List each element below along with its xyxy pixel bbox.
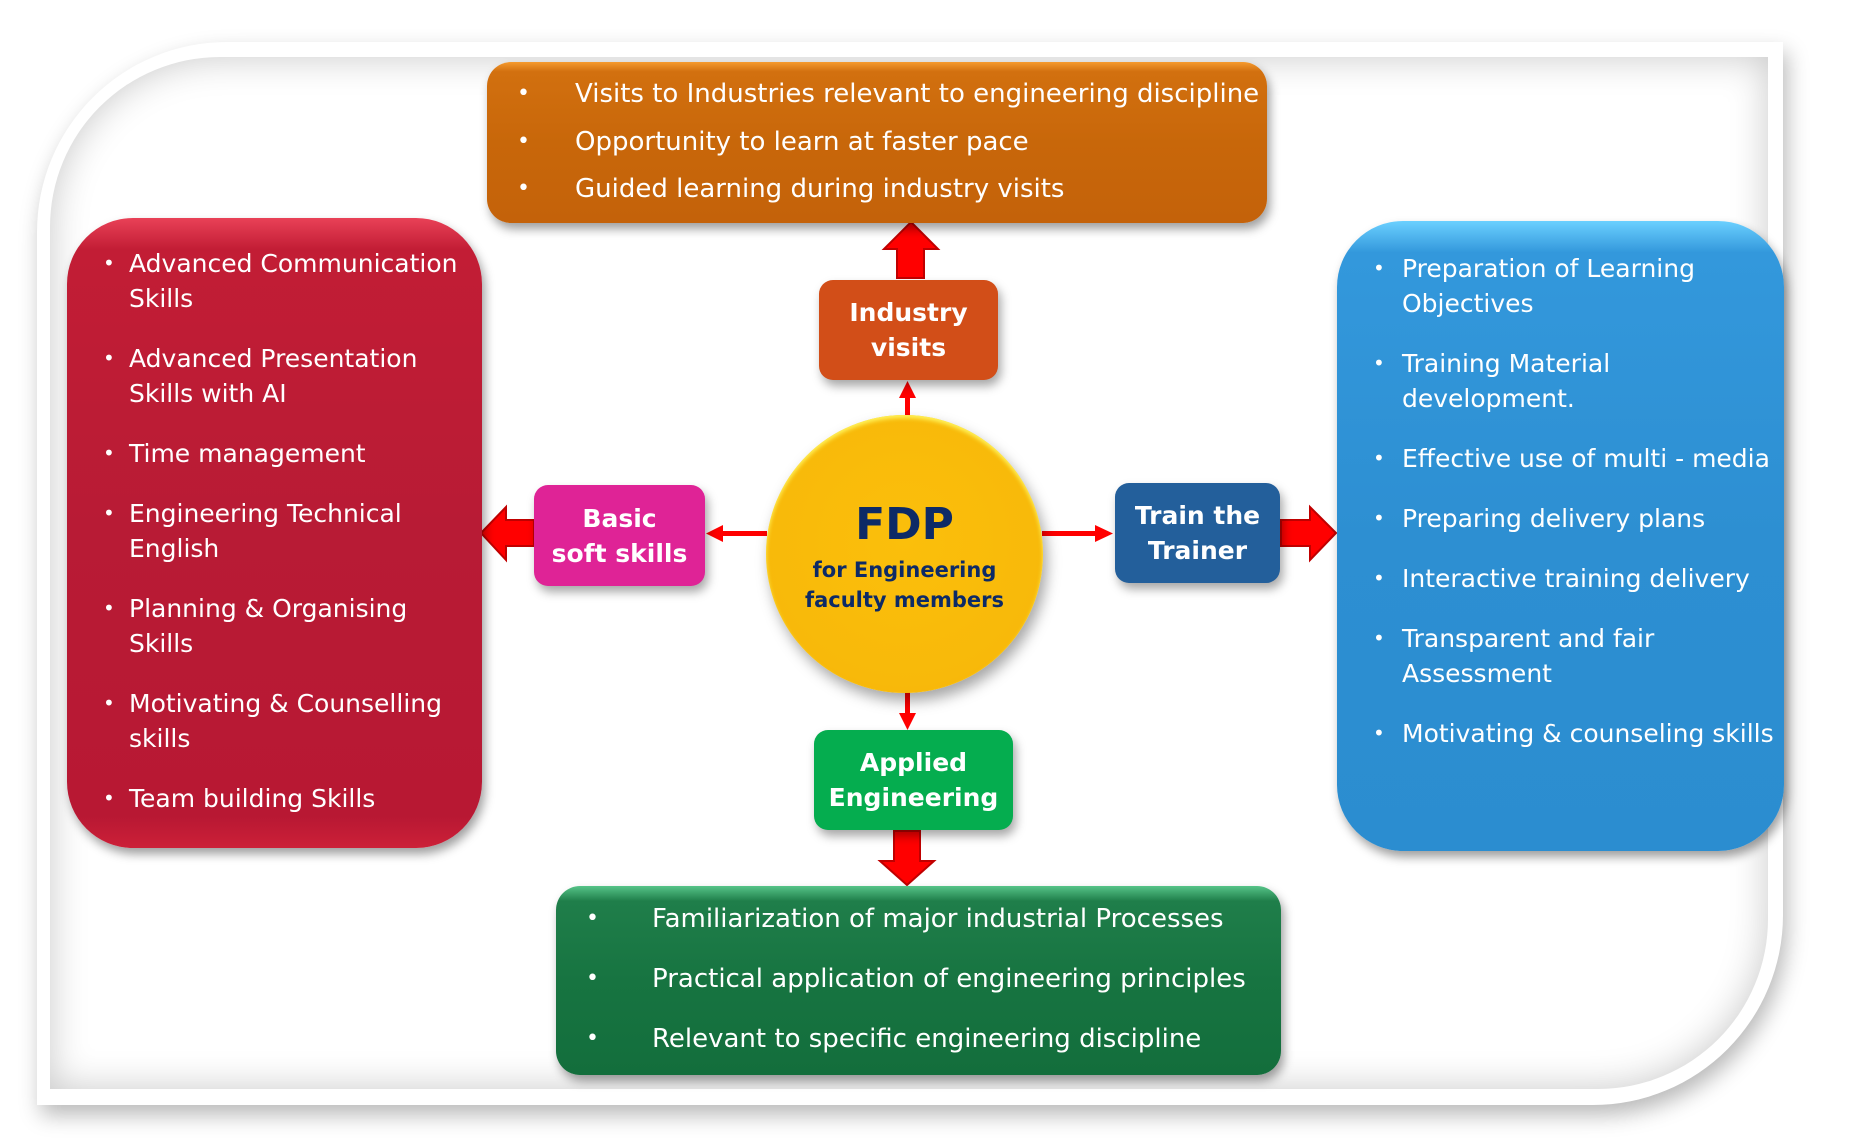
list-item: •Advanced Presentation Skills with AI	[103, 341, 472, 411]
industry-visits-label-line1: Industry	[849, 298, 968, 327]
bullet-icon: •	[517, 128, 530, 154]
list-item: •Visits to Industries relevant to engine…	[511, 74, 1267, 122]
list-item: •Effective use of multi - media	[1373, 441, 1774, 476]
list-item: •Training Material development.	[1373, 346, 1774, 416]
list-item: •Planning & Organising Skills	[103, 591, 472, 661]
hub-title: FDP	[855, 499, 954, 550]
list-item: •Interactive training delivery	[1373, 561, 1774, 596]
block-arrow-down	[877, 830, 937, 887]
industry-visits-label-line2: visits	[870, 333, 947, 362]
bullet-icon: •	[517, 81, 530, 106]
block-arrow-left	[479, 504, 535, 563]
bullet-icon: •	[586, 906, 599, 931]
block-arrow-up	[881, 220, 941, 279]
thin-arrow-left	[706, 525, 767, 542]
basic-soft-skills-node: Basic soft skills	[534, 485, 705, 586]
list-item: •Guided learning during industry visits	[511, 169, 1267, 217]
bullet-icon: •	[517, 176, 530, 201]
list-item: •Motivating & counseling skills	[1373, 716, 1774, 751]
bullet-icon: •	[1373, 256, 1385, 280]
bullet-icon: •	[1373, 351, 1385, 375]
industry-visits-list: •Visits to Industries relevant to engine…	[511, 74, 1267, 217]
bullet-icon: •	[103, 251, 115, 275]
bullet-icon: •	[586, 1026, 599, 1051]
applied-label-line1: Applied	[859, 748, 968, 777]
applied-label-line2: Engineering	[828, 783, 999, 812]
list-item: •Engineering Technical English	[103, 496, 472, 566]
hub-subtitle-line1: for Engineering	[812, 558, 997, 582]
hub-subtitle: for Engineering faculty members	[766, 555, 1043, 615]
list-item: •Motivating & Counselling skills	[103, 686, 472, 756]
fdp-center-hub: FDP for Engineering faculty members	[766, 415, 1043, 693]
bullet-icon: •	[103, 346, 115, 370]
list-item: •Opportunity to learn at faster pace	[511, 122, 1267, 170]
trainer-label-line2: Trainer	[1147, 536, 1248, 565]
bullet-icon: •	[103, 596, 115, 620]
bullet-icon: •	[103, 501, 115, 525]
list-item: •Familiarization of major industrial Pro…	[580, 899, 1281, 959]
thin-arrow-right	[1042, 525, 1113, 542]
train-the-trainer-panel: •Preparation of Learning Objectives •Tra…	[1337, 221, 1784, 851]
train-the-trainer-list: •Preparation of Learning Objectives •Tra…	[1373, 251, 1774, 751]
industry-visits-node: Industry visits	[819, 280, 998, 380]
list-item: •Advanced Communication Skills	[103, 246, 472, 316]
trainer-label-line1: Train the	[1134, 501, 1261, 530]
list-item: •Relevant to specific engineering discip…	[580, 1019, 1281, 1079]
list-item: •Time management	[103, 436, 472, 471]
bullet-icon: •	[103, 786, 115, 810]
soft-skills-panel: •Advanced Communication Skills •Advanced…	[67, 218, 482, 848]
list-item: •Transparent and fair Assessment	[1373, 621, 1774, 691]
applied-engineering-node: Applied Engineering	[814, 730, 1013, 830]
bullet-icon: •	[586, 966, 599, 991]
list-item: •Preparation of Learning Objectives	[1373, 251, 1774, 321]
thin-arrow-down	[899, 692, 916, 730]
bullet-icon: •	[1373, 721, 1385, 745]
train-the-trainer-node: Train the Trainer	[1115, 483, 1280, 583]
bullet-icon: •	[1373, 506, 1385, 530]
soft-skills-label-line1: Basic	[582, 503, 657, 533]
hub-subtitle-line2: faculty members	[804, 588, 1005, 612]
list-item: •Team building Skills	[103, 781, 472, 816]
list-item: •Preparing delivery plans	[1373, 501, 1774, 536]
soft-skills-label-line2: soft skills	[551, 538, 688, 568]
soft-skills-list: •Advanced Communication Skills •Advanced…	[103, 246, 472, 816]
applied-engineering-list: •Familiarization of major industrial Pro…	[580, 899, 1281, 1079]
industry-visits-panel: •Visits to Industries relevant to engine…	[487, 62, 1267, 223]
applied-engineering-panel: •Familiarization of major industrial Pro…	[556, 886, 1281, 1075]
bullet-icon: •	[103, 441, 115, 465]
list-item: •Practical application of engineering pr…	[580, 959, 1281, 1019]
bullet-icon: •	[1373, 566, 1385, 590]
block-arrow-right	[1280, 504, 1338, 563]
bullet-icon: •	[1373, 446, 1385, 470]
bullet-icon: •	[103, 691, 115, 715]
thin-arrow-up	[899, 381, 916, 416]
bullet-icon: •	[1373, 626, 1385, 650]
